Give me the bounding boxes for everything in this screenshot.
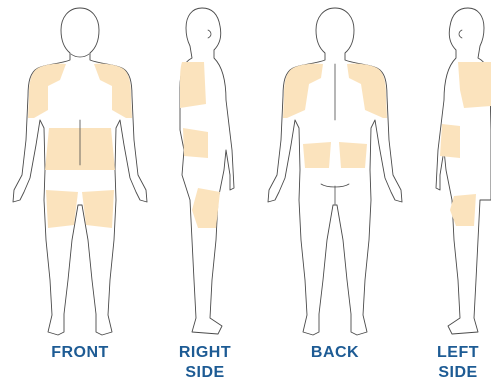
back-left-buttock-zone [303, 142, 331, 168]
back-label: BACK [295, 343, 375, 363]
back-right-buttock-zone [339, 142, 367, 168]
right-side-label-text: RIGHT SIDE [165, 343, 245, 383]
front-right-thigh-zone [82, 190, 114, 228]
left-back-waist-zone [440, 124, 460, 158]
left-side-label-text: LEFT SIDE [425, 343, 491, 383]
front-label: FRONT [36, 343, 124, 363]
back-body-figure [255, 0, 415, 345]
right-side-body-figure [150, 0, 260, 345]
right-back-waist-zone [183, 128, 208, 158]
right-side-label: RIGHT SIDE [165, 343, 245, 383]
front-left-thigh-zone [46, 190, 78, 228]
left-upper-arm-zone [458, 62, 491, 108]
right-upper-arm-zone [180, 62, 206, 108]
left-side-label: LEFT SIDE [425, 343, 491, 383]
front-body-figure [0, 0, 160, 345]
left-side-body-figure [410, 0, 491, 345]
